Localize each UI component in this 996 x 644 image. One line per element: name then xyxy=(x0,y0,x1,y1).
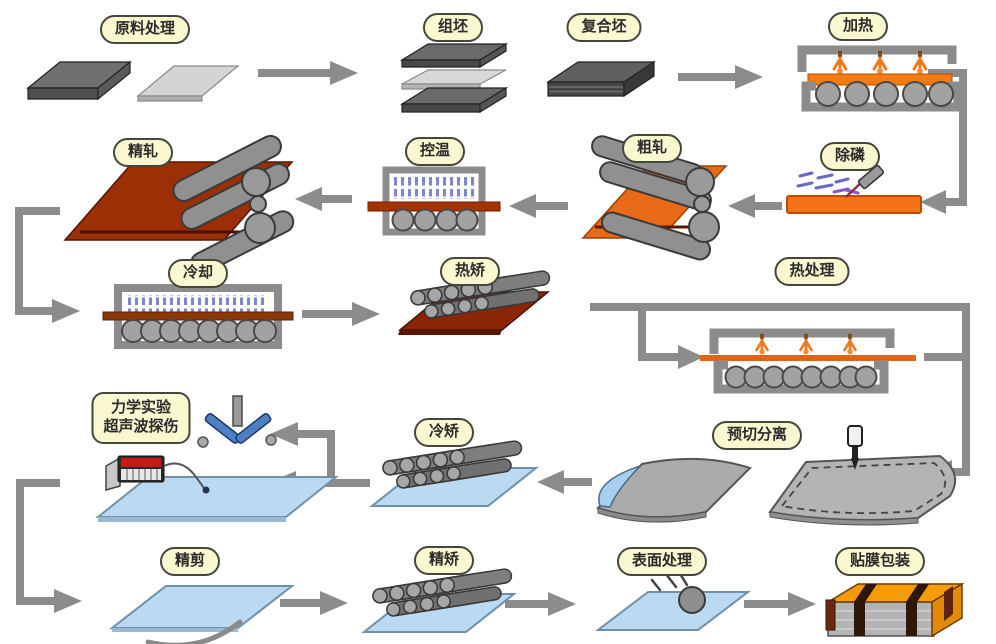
cold-leveling-icon xyxy=(369,439,539,507)
branch-into-heattreatment xyxy=(638,307,678,361)
cutting-tool-icon xyxy=(847,425,863,470)
probe-icon xyxy=(202,486,210,494)
elbow-heating-to-descaling xyxy=(928,69,967,206)
line-hotleveling-to-precut xyxy=(590,303,970,476)
precision-shearing-icon xyxy=(109,585,295,644)
cooling-icon xyxy=(102,284,294,349)
label-heat-treatment: 热处理 xyxy=(774,257,850,286)
precision-leveling-icon xyxy=(361,567,517,633)
film-packaging-icon xyxy=(825,582,965,638)
label-composite-billet: 复合坯 xyxy=(566,13,642,42)
surface-treatment-icon xyxy=(595,570,751,631)
label-finish-rolling: 精轧 xyxy=(112,138,174,167)
trimmed-strip xyxy=(145,619,243,644)
label-mech-test: 力学实验 超声波探伤 xyxy=(91,392,191,444)
temp-control-icon xyxy=(367,166,501,236)
raw-material-plates-icon xyxy=(26,60,240,102)
branch-to-bendtest xyxy=(298,430,335,483)
precut-separation-icon xyxy=(596,425,957,526)
bend-test-icon xyxy=(197,395,277,448)
label-descaling: 除磷 xyxy=(819,142,881,171)
label-precision-shearing: 精剪 xyxy=(159,547,221,576)
spray-nozzle-icon xyxy=(857,164,885,190)
polishing-ball-icon xyxy=(678,586,706,614)
hot-leveling-icon xyxy=(397,269,554,335)
label-rough-rolling: 粗轧 xyxy=(621,134,683,163)
separated-layer-opening xyxy=(598,465,641,508)
ultrasonic-test-table-icon xyxy=(95,455,339,522)
label-hot-leveling: 热矫 xyxy=(439,257,501,286)
label-film-packaging: 贴膜包装 xyxy=(834,547,926,576)
finish-rolling-icon xyxy=(63,134,295,275)
flow-connectors xyxy=(15,69,970,608)
composite-billet-icon xyxy=(546,60,656,98)
rough-rolling-icon xyxy=(581,135,728,261)
label-billet-assembly: 组坯 xyxy=(422,13,484,42)
label-precut-separation: 预切分离 xyxy=(711,421,803,450)
label-mech-test-line2: 超声波探伤 xyxy=(103,417,179,435)
label-cooling: 冷却 xyxy=(167,259,229,288)
label-surface-treatment: 表面处理 xyxy=(616,547,708,576)
elbow-finish-to-cooling xyxy=(15,207,60,315)
label-cold-leveling: 冷矫 xyxy=(413,418,475,447)
heat-treatment-furnace-icon xyxy=(700,328,916,394)
label-mech-test-line1: 力学实验 xyxy=(110,399,172,416)
descaling-icon xyxy=(786,164,922,214)
elbow-test-to-shearing xyxy=(16,479,60,605)
heating-furnace-icon xyxy=(797,45,963,112)
label-raw-material: 原料处理 xyxy=(99,15,191,44)
label-temp-control: 控温 xyxy=(404,137,466,166)
label-precision-leveling: 精矫 xyxy=(413,546,475,575)
billet-stack-icon xyxy=(399,42,509,114)
label-heating: 加热 xyxy=(827,12,889,41)
